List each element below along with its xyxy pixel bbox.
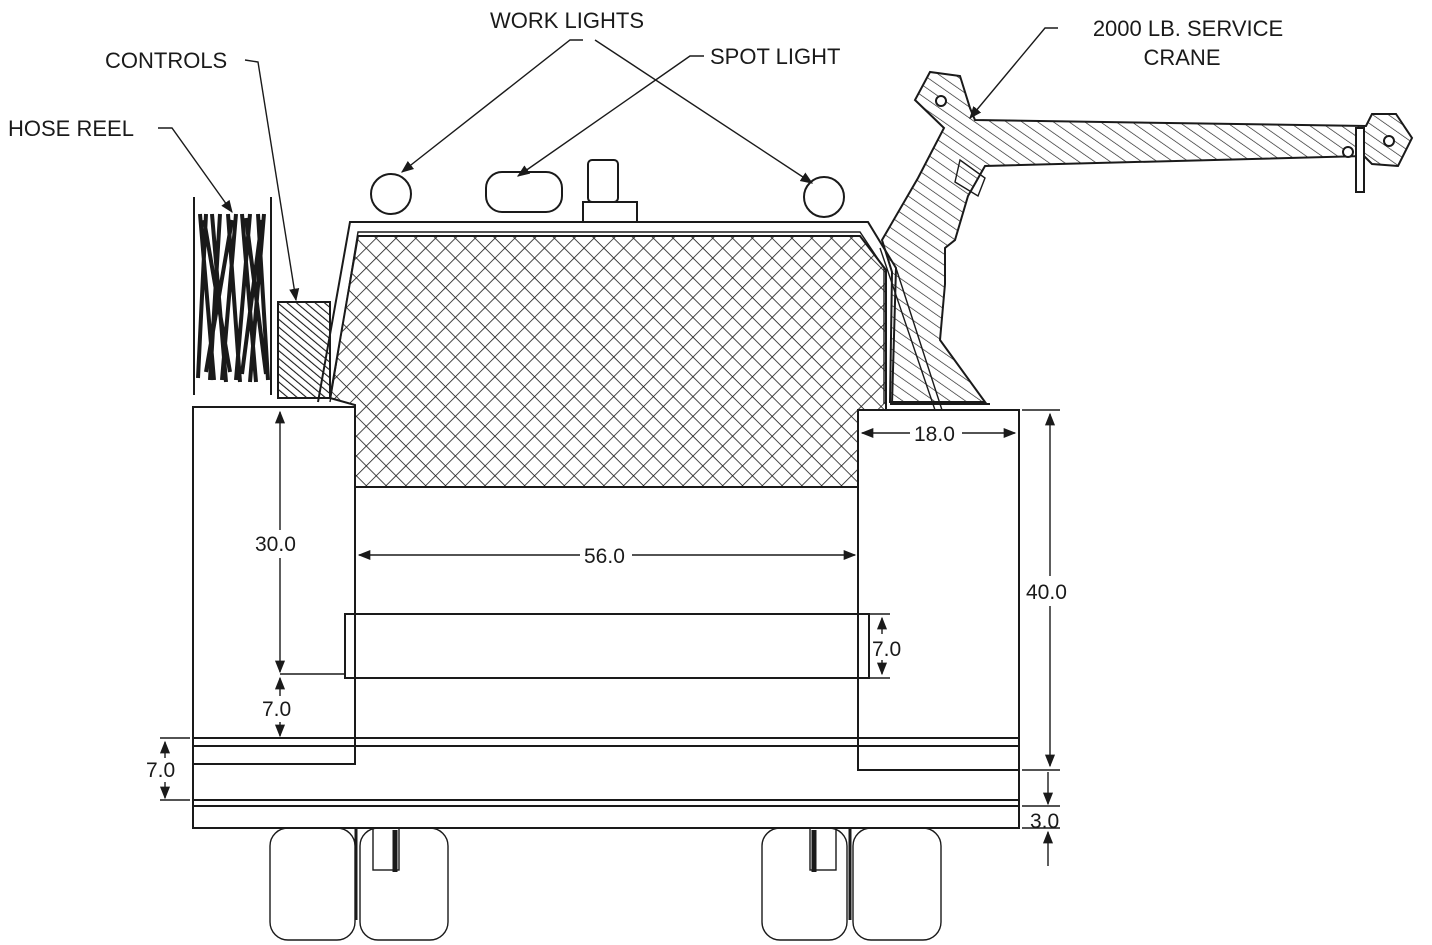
hose-reel-label: HOSE REEL xyxy=(8,116,134,141)
left-compartment xyxy=(192,406,356,765)
dim-opening-width: 56.0 xyxy=(584,545,625,568)
body-base xyxy=(192,737,1020,829)
service-crane xyxy=(879,70,1414,411)
beacon-light xyxy=(582,159,638,223)
hose-reel xyxy=(193,197,272,395)
controls-label: CONTROLS xyxy=(105,48,227,73)
spot-light xyxy=(485,171,563,213)
work-light-right xyxy=(803,176,845,218)
dim-left-bottom: 7.0 xyxy=(146,759,175,782)
dim-bar-height: 7.0 xyxy=(872,638,901,661)
spot-light-label: SPOT LIGHT xyxy=(710,44,840,69)
crane-label-line1: 2000 LB. SERVICE xyxy=(1093,16,1283,41)
crane-label-line2: CRANE xyxy=(1143,45,1220,70)
work-light-left xyxy=(370,173,412,215)
leader-lines xyxy=(158,27,1058,302)
interior-bar xyxy=(280,613,870,679)
work-lights-label: WORK LIGHTS xyxy=(490,8,644,33)
left-wheel-pair xyxy=(269,827,449,941)
dim-left-height: 30.0 xyxy=(255,533,296,556)
dim-compartment-width: 18.0 xyxy=(914,423,955,446)
dim-left-step: 7.0 xyxy=(262,698,291,721)
crosshatch-region xyxy=(328,235,887,488)
dim-right-bottom: 3.0 xyxy=(1030,810,1059,833)
dim-right-height: 40.0 xyxy=(1026,581,1067,604)
controls-box xyxy=(277,301,331,399)
right-wheel-pair xyxy=(761,827,942,941)
dimension-lines xyxy=(159,409,1060,866)
right-compartment xyxy=(857,409,1020,771)
